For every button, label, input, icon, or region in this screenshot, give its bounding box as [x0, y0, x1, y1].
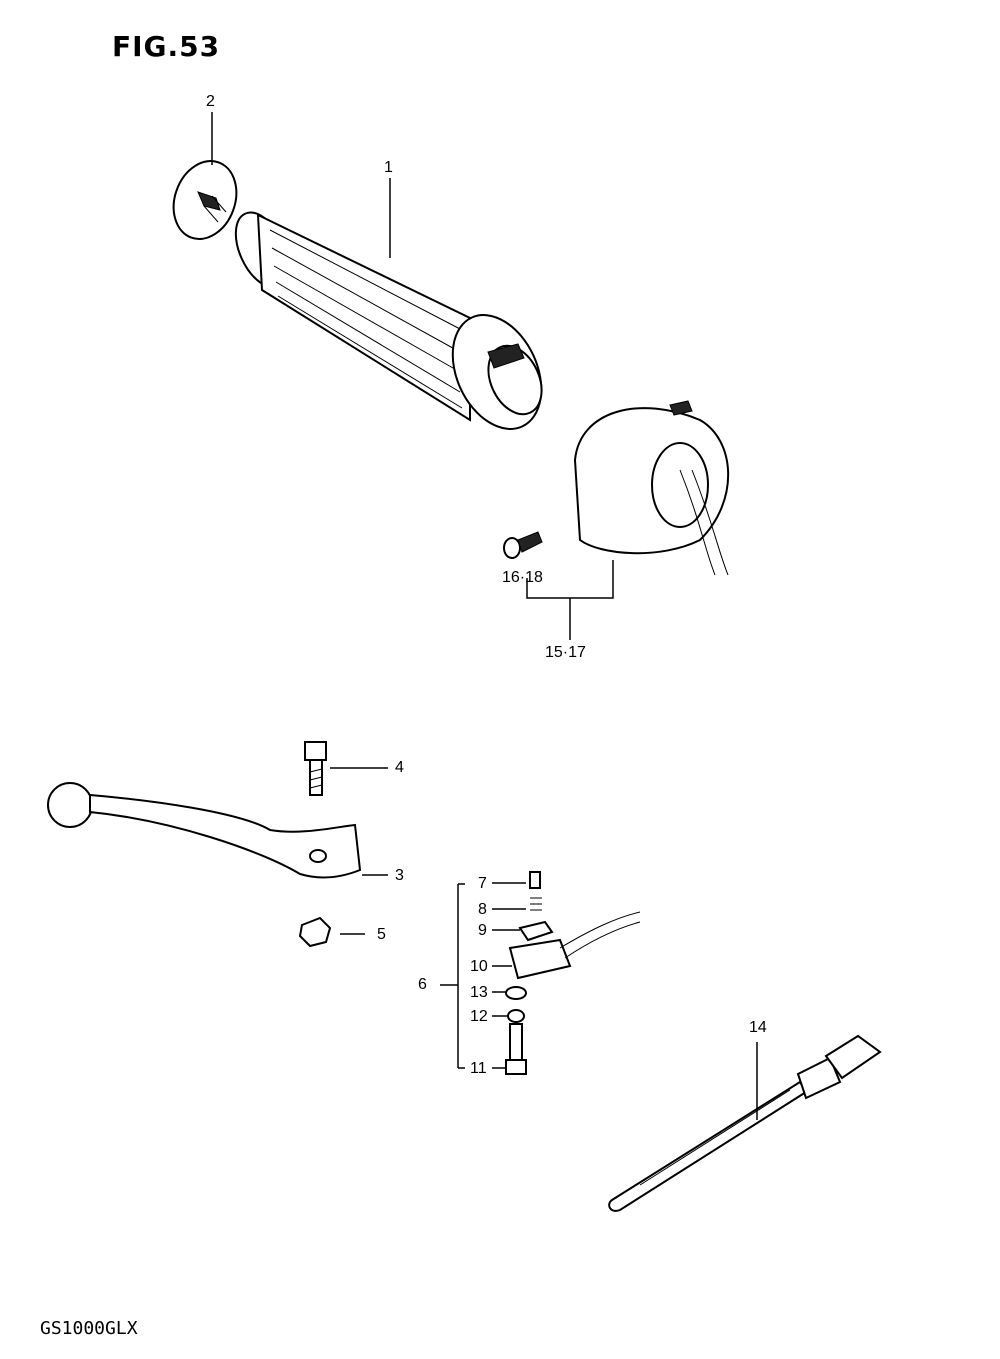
- callout-8: 8: [478, 901, 487, 918]
- callout-16-18: 16·18: [502, 569, 543, 586]
- callout-3: 3: [395, 867, 404, 884]
- lever-nut-part: [298, 916, 332, 948]
- callout-10: 10: [470, 958, 488, 975]
- clutch-switch-assembly: [505, 871, 641, 1075]
- callout-2: 2: [206, 93, 215, 110]
- switch-group-bracket-6: [457, 883, 465, 1069]
- switch-housing-part: [573, 400, 730, 576]
- callout-13: 13: [470, 984, 488, 1001]
- switch-group-bracket: [526, 560, 614, 640]
- figure-title: FIG.53: [112, 30, 221, 63]
- end-cap-part: [172, 160, 238, 240]
- callout-12: 12: [470, 1008, 488, 1025]
- model-code: GS1000GLX: [40, 1318, 138, 1339]
- callout-11: 11: [470, 1060, 487, 1077]
- cable-tie-part: [608, 1034, 882, 1212]
- callout-7: 7: [478, 875, 487, 892]
- handlebar-grip-part: [234, 211, 543, 430]
- clutch-lever-part: [47, 782, 362, 879]
- callout-1: 1: [384, 159, 393, 176]
- lever-bolt-part: [304, 741, 327, 796]
- callout-15-17: 15·17: [545, 644, 586, 661]
- callout-5: 5: [377, 926, 386, 943]
- callout-9: 9: [478, 922, 487, 939]
- callout-4: 4: [395, 759, 404, 776]
- switch-screw-part: [503, 531, 543, 559]
- callout-6: 6: [418, 976, 427, 993]
- callout-14: 14: [749, 1019, 767, 1036]
